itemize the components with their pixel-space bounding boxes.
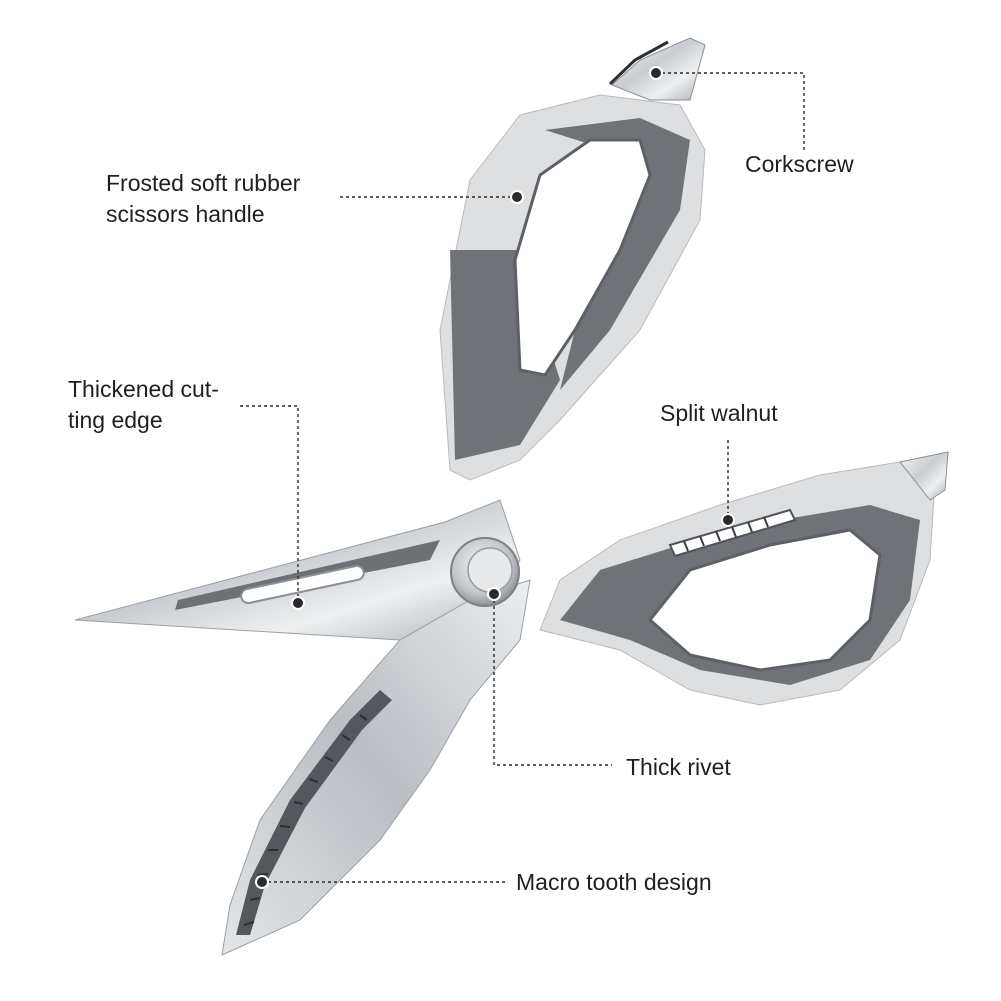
blade-slot	[240, 564, 365, 605]
walnut-cracker	[668, 508, 797, 558]
lower-handle-hole	[647, 528, 882, 672]
rivet-inner	[467, 547, 513, 593]
walnut-teeth	[683, 516, 769, 552]
leader-corkscrew	[656, 72, 805, 152]
lower-handle-tip	[899, 451, 949, 501]
dot-handle	[510, 190, 524, 204]
walnut-callout: Split walnut	[660, 400, 778, 426]
handle-callout-line1: Frosted soft rubber	[106, 170, 301, 196]
cutting-edge-callout-line1: Thickened cut-	[68, 376, 219, 402]
corkscrew-wire	[608, 40, 669, 86]
handle-callout: Frosted soft rubber scissors handle	[106, 168, 300, 230]
dot-teeth	[255, 875, 269, 889]
teeth-pattern	[243, 714, 368, 926]
teeth-strip	[236, 690, 392, 935]
leader-rivet	[493, 594, 612, 766]
corkscrew-callout: Corkscrew	[745, 151, 854, 177]
upper-handle-hole	[513, 138, 652, 377]
rivet-callout: Thick rivet	[626, 754, 731, 780]
teeth-callout: Macro tooth design	[516, 869, 712, 895]
dot-edge	[291, 596, 305, 610]
dot-rivet	[487, 587, 501, 601]
handle-callout-line2: scissors handle	[106, 201, 265, 227]
lower-blade	[221, 579, 531, 956]
cutting-edge-callout: Thickened cut- ting edge	[68, 374, 219, 436]
dot-walnut	[721, 513, 735, 527]
leader-edge	[240, 405, 299, 603]
cutting-edge-callout-line2: ting edge	[68, 407, 163, 433]
dot-corkscrew	[649, 66, 663, 80]
